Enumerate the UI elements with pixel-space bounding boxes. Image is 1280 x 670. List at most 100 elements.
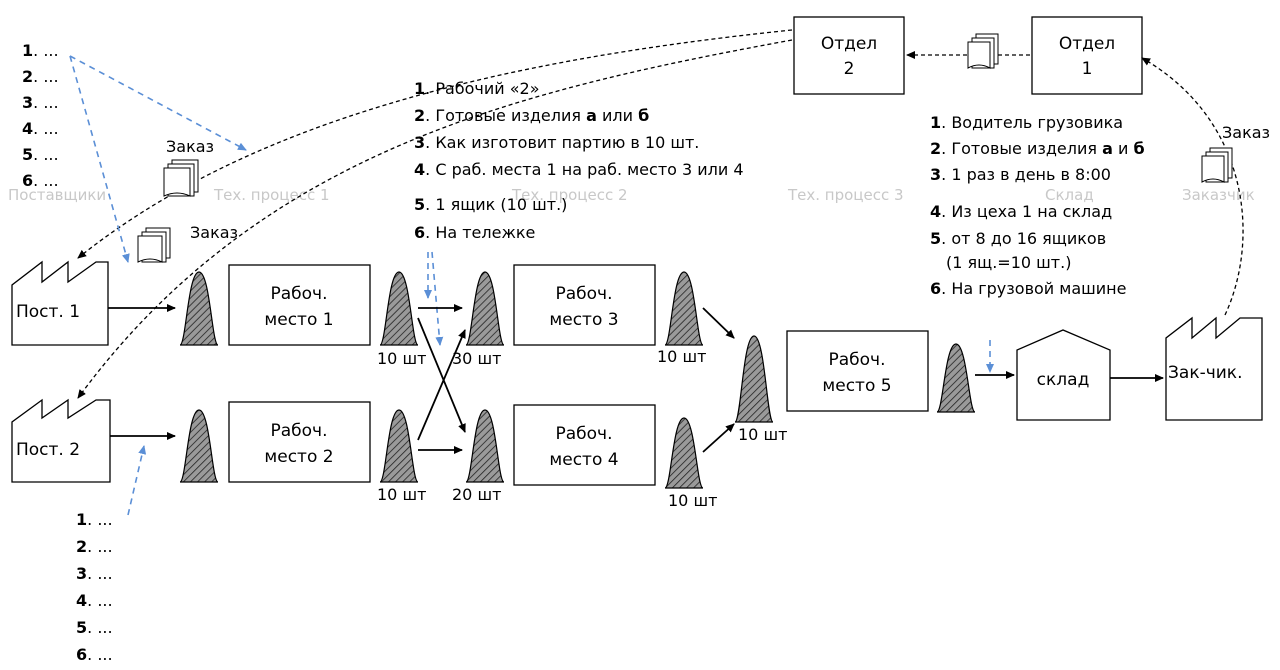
header-process-2: Тех. процесс 2 <box>511 186 628 204</box>
inventory-label: 20 шт <box>452 485 501 504</box>
workstation-2: Рабоч. место 2 <box>228 401 371 483</box>
supplier-2-label: Пост. 2 <box>16 440 80 460</box>
pointer-to-supplier-2 <box>127 445 147 516</box>
department-2-title: Отдел <box>821 34 877 54</box>
inventory-before-ws3 <box>465 271 505 346</box>
list-middle: 1. Рабочий «2» 2. Готовые изделия а или … <box>414 79 744 242</box>
inventory-before-ws4 <box>465 409 505 483</box>
list-item: 5. ... <box>22 145 59 164</box>
order-flow-dept2-to-supplier-1 <box>77 29 793 259</box>
list-item: 4. ... <box>22 119 59 138</box>
list-item: 5. ... <box>76 618 113 637</box>
header-suppliers: Поставщики <box>8 186 106 204</box>
department-2-number: 2 <box>844 59 855 79</box>
customer-factory: Зак-чик. <box>1165 316 1263 421</box>
list-item: 2. ... <box>22 67 59 86</box>
workstation-4-label: Рабоч. <box>555 424 612 444</box>
list-item: 6. На тележке <box>414 223 535 242</box>
order-document-icon-top <box>163 159 199 197</box>
workstation-4: Рабоч. место 4 <box>513 404 656 486</box>
flow-ws2-to-ws3 <box>417 329 466 441</box>
workstation-5-sublabel: место 5 <box>822 376 891 396</box>
warehouse-label: склад <box>1037 370 1090 390</box>
list-item: 4. ... <box>76 591 113 610</box>
inventory-after-ws1 <box>379 271 419 346</box>
pointer-to-order <box>69 55 247 151</box>
workstation-5-label: Рабоч. <box>828 350 885 370</box>
supplier-2-factory: Пост. 2 <box>11 398 111 483</box>
workstation-3-sublabel: место 3 <box>549 310 618 330</box>
inventory-label: 10 шт <box>377 349 426 368</box>
order-label-left: Заказ <box>190 223 238 242</box>
inventory-label: 30 шт <box>452 349 501 368</box>
pointer-to-supplier-1 <box>69 55 130 263</box>
workstation-2-label: Рабоч. <box>270 421 327 441</box>
inventory-label: 10 шт <box>657 347 706 366</box>
inventory-label: 10 шт <box>668 491 717 510</box>
inventory-before-ws2 <box>179 409 219 483</box>
list-item: 6. ... <box>76 645 113 664</box>
flow-ws4-to-ws5 <box>702 423 735 453</box>
inventory-label: 10 шт <box>738 425 787 444</box>
list-item: 3. ... <box>76 564 113 583</box>
list-right: 1. Водитель грузовика 2. Готовые изделия… <box>930 113 1145 298</box>
list-item: 1. ... <box>76 510 113 529</box>
order-document-icon-right <box>1201 147 1233 183</box>
department-1-title: Отдел <box>1059 34 1115 54</box>
workstation-3-label: Рабоч. <box>555 284 612 304</box>
flow-ws1-to-ws4 <box>417 317 466 433</box>
list-item: 4. С раб. места 1 на раб. место 3 или 4 <box>414 160 744 179</box>
pointer-to-transfer-2 <box>431 251 444 346</box>
inventory-after-ws5 <box>936 343 976 413</box>
list-item: 2. ... <box>76 537 113 556</box>
header-warehouse: Склад <box>1045 186 1094 204</box>
document-icon <box>967 33 999 69</box>
list-item: 1. Водитель грузовика <box>930 113 1123 132</box>
workstation-1-sublabel: место 1 <box>264 310 333 330</box>
list-item: 5. от 8 до 16 ящиков <box>930 229 1106 248</box>
list-item: 2. Готовые изделия а или б <box>414 106 649 125</box>
inventory-before-ws5 <box>734 335 774 423</box>
list-item: 1. Рабочий «2» <box>414 79 540 98</box>
inventory-after-ws4 <box>664 417 704 489</box>
list-item: 3. 1 раз в день в 8:00 <box>930 165 1111 184</box>
header-process-1: Тех. процесс 1 <box>213 186 330 204</box>
list-item: 2. Готовые изделия а и б <box>930 139 1145 158</box>
inventory-before-ws1 <box>179 271 219 346</box>
department-2-box: Отдел 2 <box>793 16 905 95</box>
warehouse-node: склад <box>1016 329 1111 421</box>
list-item: 1. ... <box>22 41 59 60</box>
department-1-number: 1 <box>1082 59 1093 79</box>
customer-label: Зак-чик. <box>1168 363 1242 383</box>
supplier-1-factory: Пост. 1 <box>11 260 109 346</box>
order-flow-dept2-to-supplier-2 <box>77 39 793 399</box>
list-item: 3. ... <box>22 93 59 112</box>
workstation-5: Рабоч. место 5 <box>786 330 929 412</box>
list-item: 6. ... <box>22 171 59 190</box>
header-customer: Заказчик <box>1182 186 1255 204</box>
workstation-1-label: Рабоч. <box>270 284 327 304</box>
list-item: 6. На грузовой машине <box>930 279 1126 298</box>
list-item: (1 ящ.=10 шт.) <box>946 253 1071 272</box>
list-item: 3. Как изготовит партию в 10 шт. <box>414 133 699 152</box>
list-item: 4. Из цеха 1 на склад <box>930 202 1112 221</box>
list-top-left: 1. ... 2. ... 3. ... 4. ... 5. ... 6. ..… <box>22 41 59 190</box>
order-document-icon-left <box>137 227 171 263</box>
list-item: 5. 1 ящик (10 шт.) <box>414 195 567 214</box>
header-process-3: Тех. процесс 3 <box>787 186 904 204</box>
order-label-right: Заказ <box>1222 123 1270 142</box>
workstation-1: Рабоч. место 1 <box>228 264 371 346</box>
workstation-4-sublabel: место 4 <box>549 450 618 470</box>
list-bottom-left: 1. ... 2. ... 3. ... 4. ... 5. ... 6. ..… <box>76 510 113 664</box>
workstation-3: Рабоч. место 3 <box>513 264 656 346</box>
flow-ws3-to-ws5 <box>702 307 735 339</box>
info-flow-customer-to-dept1 <box>1141 57 1244 316</box>
inventory-after-ws3 <box>664 271 704 346</box>
supplier-1-label: Пост. 1 <box>16 302 80 322</box>
department-1-box: Отдел 1 <box>1031 16 1143 95</box>
order-label-top: Заказ <box>166 137 214 156</box>
inventory-after-ws2 <box>379 409 419 483</box>
workstation-2-sublabel: место 2 <box>264 447 333 467</box>
inventory-label: 10 шт <box>377 485 426 504</box>
